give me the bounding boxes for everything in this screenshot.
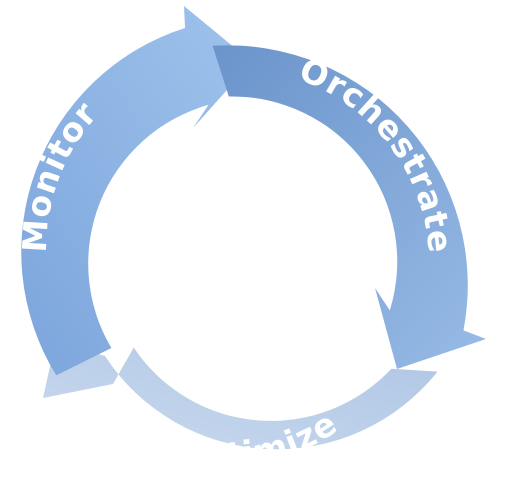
optimize-arrow	[43, 341, 438, 450]
monitor-arrow	[21, 6, 253, 376]
orchestrate-arrow	[212, 45, 486, 369]
